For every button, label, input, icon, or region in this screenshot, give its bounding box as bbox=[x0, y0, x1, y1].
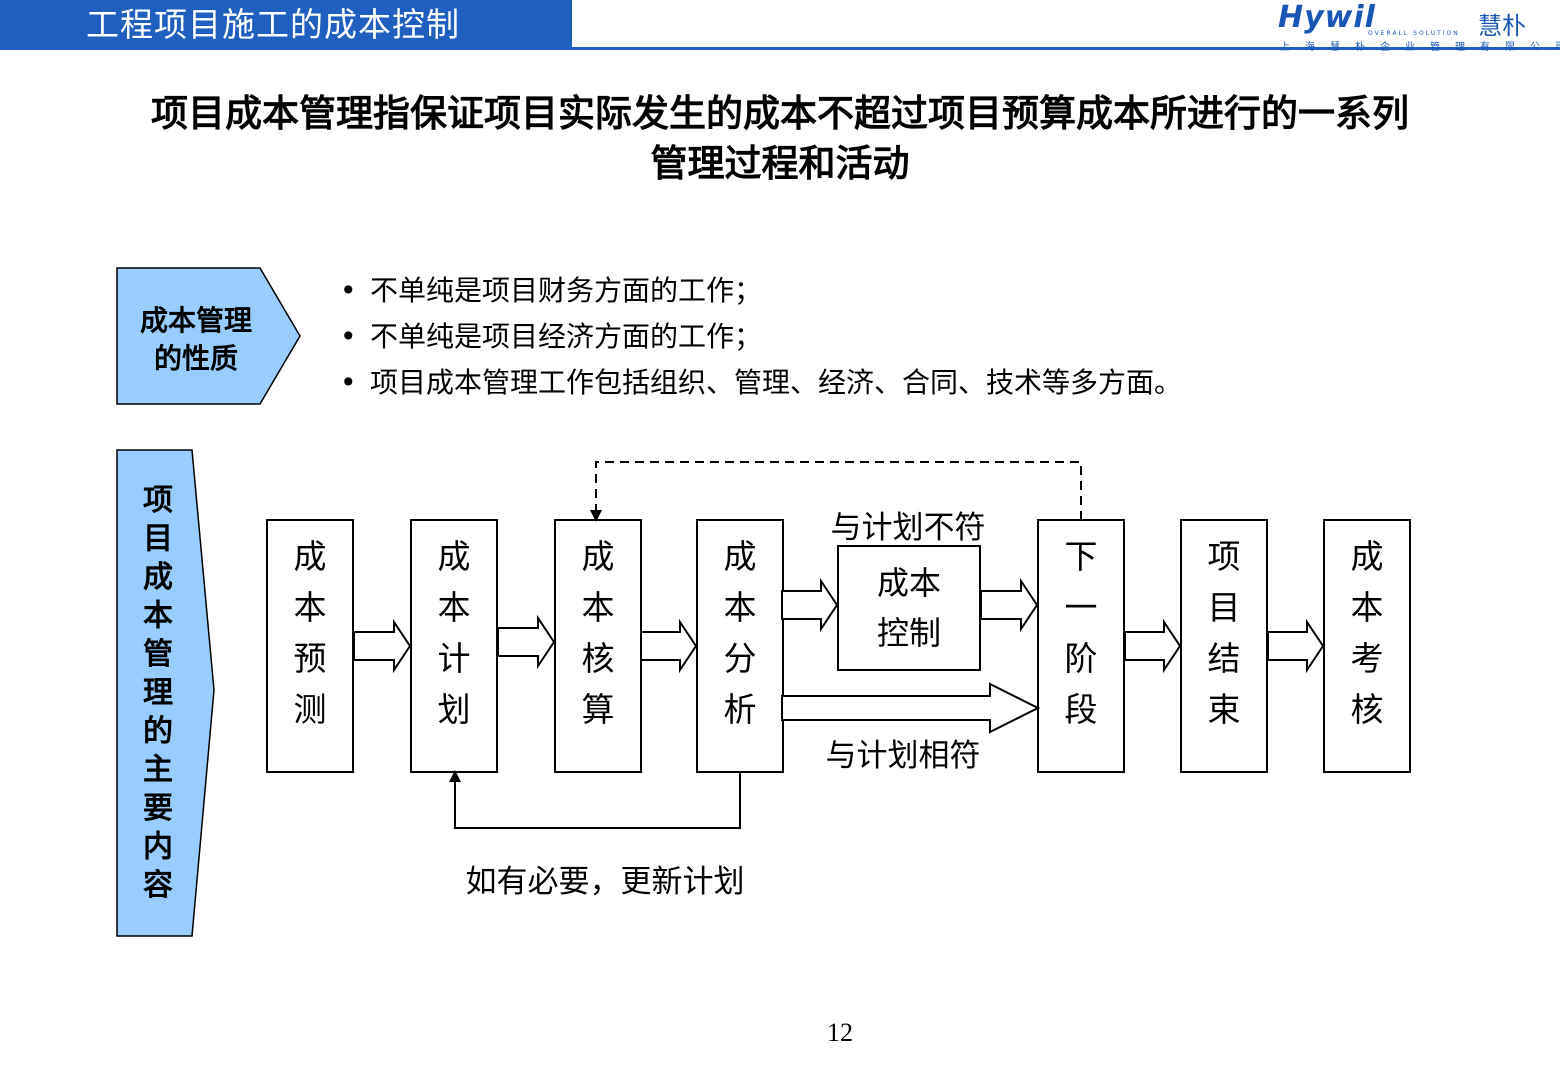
bullet-text: 不单纯是项目财务方面的工作； bbox=[370, 274, 763, 307]
step-char: 预 bbox=[294, 639, 327, 678]
step-char: 阶 bbox=[1065, 639, 1098, 678]
bullet-text: 项目成本管理工作包括组织、管理、经济、合同、技术等多方面。 bbox=[370, 366, 1183, 399]
step-char: 本 bbox=[582, 588, 615, 627]
arrow-plan-to-accounting bbox=[497, 614, 556, 670]
nature-label-shape bbox=[116, 267, 301, 405]
logo-wordmark: Hywil bbox=[1278, 0, 1376, 35]
step-char: 计 bbox=[438, 639, 471, 678]
step-char: 核 bbox=[582, 639, 615, 678]
content-label-char: 主 bbox=[143, 753, 173, 788]
cost-control-line-2: 控制 bbox=[877, 614, 941, 652]
content-label-char: 本 bbox=[143, 599, 173, 634]
arrow-next-to-end bbox=[1124, 618, 1182, 674]
logo-tagline: OVERALL SOLUTION bbox=[1368, 30, 1460, 37]
step-box bbox=[1323, 519, 1411, 773]
step-char: 一 bbox=[1065, 588, 1098, 627]
cost-control-line-1: 成本 bbox=[877, 564, 941, 602]
company-logo: Hywil 慧朴 OVERALL SOLUTION 上海慧朴企业管理有限公司 bbox=[1278, 0, 1560, 53]
step-char: 本 bbox=[724, 588, 757, 627]
step-box bbox=[266, 519, 354, 773]
header-bar bbox=[0, 0, 572, 50]
step-char: 成 bbox=[294, 537, 327, 576]
label-match-plan: 与计划相符 bbox=[826, 738, 981, 774]
page-number: 12 bbox=[827, 1018, 853, 1047]
step-char: 核 bbox=[1351, 690, 1384, 729]
step-char: 成 bbox=[724, 537, 757, 576]
step-char: 本 bbox=[1351, 588, 1384, 627]
bullet-item: • 不单纯是项目经济方面的工作； bbox=[340, 314, 1182, 360]
content-label-char: 理 bbox=[143, 676, 173, 711]
feedback-dashed-line bbox=[590, 461, 1082, 522]
label-update-plan: 如有必要，更新计划 bbox=[466, 864, 745, 900]
arrow-end-to-assessment bbox=[1267, 618, 1325, 674]
content-label-char: 目 bbox=[143, 522, 173, 557]
nature-label-line-2: 的性质 bbox=[154, 342, 238, 375]
header-divider bbox=[572, 47, 1560, 50]
flow-arrows bbox=[353, 577, 1325, 674]
arrow-analysis-to-control bbox=[781, 577, 839, 633]
logo-chinese-name: 慧朴 bbox=[1478, 12, 1526, 40]
bullet-dot-icon: • bbox=[340, 366, 357, 399]
step-char: 束 bbox=[1208, 690, 1241, 729]
step-char: 析 bbox=[724, 690, 757, 729]
content-label-char: 的 bbox=[143, 714, 173, 749]
arrow-forecast-to-plan bbox=[353, 618, 412, 674]
content-label-char: 项 bbox=[143, 483, 173, 518]
nature-label-line-1: 成本管理 bbox=[140, 304, 252, 337]
label-mismatch-plan: 与计划不符 bbox=[831, 510, 986, 546]
content-label-char: 容 bbox=[143, 868, 173, 903]
step-box bbox=[410, 519, 498, 773]
step-char: 下 bbox=[1065, 537, 1098, 576]
nature-bullet-list: • 不单纯是项目财务方面的工作； • 不单纯是项目经济方面的工作； • 项目成本管理工… bbox=[340, 268, 1182, 406]
content-label-char: 成 bbox=[143, 560, 173, 595]
content-label-char: 要 bbox=[143, 791, 173, 826]
main-title-line-2: 管理过程和活动 bbox=[650, 141, 910, 185]
main-title-line-1: 项目成本管理指保证项目实际发生的成本不超过项目预算成本所进行的一系列 bbox=[151, 91, 1409, 135]
step-char: 成 bbox=[438, 537, 471, 576]
bullet-text: 不单纯是项目经济方面的工作； bbox=[370, 320, 763, 353]
step-char: 结 bbox=[1208, 639, 1241, 678]
step-char: 测 bbox=[294, 690, 327, 729]
step-char: 分 bbox=[724, 639, 757, 678]
step-box bbox=[1037, 519, 1125, 773]
step-char: 目 bbox=[1208, 588, 1241, 627]
slide-header-title: 工程项目施工的成本控制 bbox=[86, 5, 460, 44]
arrow-accounting-to-analysis bbox=[640, 618, 698, 674]
step-char: 本 bbox=[438, 588, 471, 627]
content-label-shape bbox=[116, 449, 215, 937]
bullet-item: • 项目成本管理工作包括组织、管理、经济、合同、技术等多方面。 bbox=[340, 360, 1182, 406]
step-char: 成 bbox=[582, 537, 615, 576]
match-plan-arrow bbox=[781, 682, 1041, 734]
step-char: 成 bbox=[1351, 537, 1384, 576]
step-char: 考 bbox=[1351, 639, 1384, 678]
bullet-dot-icon: • bbox=[340, 274, 357, 307]
step-box bbox=[696, 519, 784, 773]
cost-control-box bbox=[837, 545, 981, 671]
step-char: 项 bbox=[1208, 537, 1241, 576]
update-plan-line bbox=[449, 770, 741, 829]
step-char: 本 bbox=[294, 588, 327, 627]
main-title: 项目成本管理指保证项目实际发生的成本不超过项目预算成本所进行的一系列 管理过程和… bbox=[60, 88, 1500, 188]
step-char: 算 bbox=[582, 690, 615, 729]
logo-company-name: 上海慧朴企业管理有限公司 bbox=[1280, 42, 1560, 53]
step-char: 段 bbox=[1065, 690, 1098, 729]
bullet-item: • 不单纯是项目财务方面的工作； bbox=[340, 268, 1182, 314]
arrow-control-to-next bbox=[980, 577, 1039, 633]
bullet-dot-icon: • bbox=[340, 320, 357, 353]
step-char: 划 bbox=[438, 690, 471, 729]
content-label-char: 管 bbox=[143, 637, 173, 672]
content-label-char: 内 bbox=[143, 830, 173, 865]
